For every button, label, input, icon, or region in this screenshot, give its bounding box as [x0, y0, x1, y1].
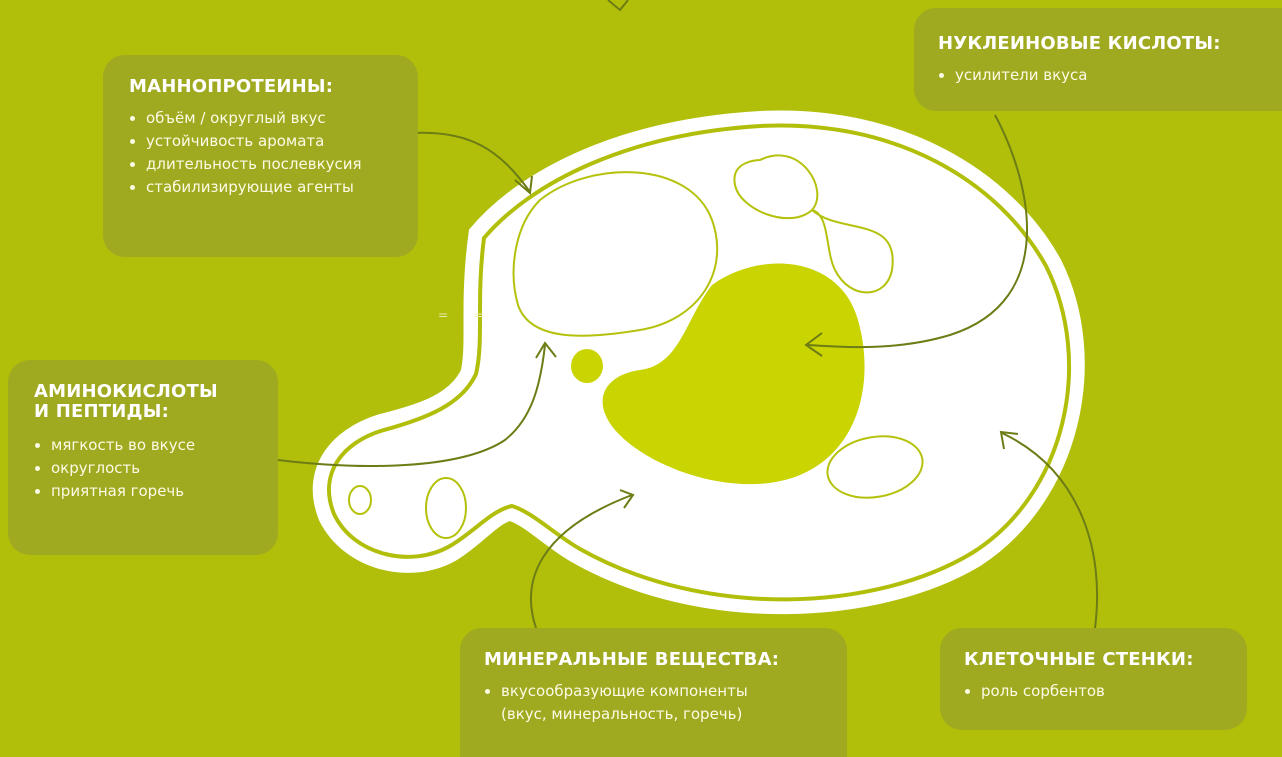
card-cell-walls: КЛЕТОЧНЫЕ СТЕНКИ: роль сорбентов	[940, 628, 1247, 730]
stray-mark: =	[474, 308, 484, 322]
card-title-line: АМИНОКИСЛОТЫ	[34, 381, 218, 402]
list-item: устойчивость аромата	[129, 130, 392, 153]
card-list: объём / округлый вкус устойчивость арома…	[129, 107, 392, 199]
arrow-mannoproteins	[412, 133, 530, 192]
list-item: мягкость во вкусе	[34, 434, 252, 457]
list-item: усилители вкуса	[938, 64, 1258, 87]
card-title: КЛЕТОЧНЫЕ СТЕНКИ:	[964, 650, 1223, 670]
list-item: округлость	[34, 457, 252, 480]
card-title: АМИНОКИСЛОТЫ И ПЕПТИДЫ:	[34, 382, 252, 422]
card-title: НУКЛЕИНОВЫЕ КИСЛОТЫ:	[938, 34, 1258, 54]
card-mannoproteins: МАННОПРОТЕИНЫ: объём / округлый вкус уст…	[103, 55, 418, 257]
list-item: вкусообразующие компоненты	[484, 680, 823, 703]
card-list: вкусообразующие компоненты (вкус, минера…	[484, 680, 823, 726]
card-amino-acids: АМИНОКИСЛОТЫ И ПЕПТИДЫ: мягкость во вкус…	[8, 360, 278, 555]
list-item: объём / округлый вкус	[129, 107, 392, 130]
card-title-line: И ПЕПТИДЫ:	[34, 401, 169, 422]
list-item: стабилизирующие агенты	[129, 176, 392, 199]
card-list: усилители вкуса	[938, 64, 1258, 87]
card-minerals: МИНЕРАЛЬНЫЕ ВЕЩЕСТВА: вкусообразующие ко…	[460, 628, 847, 757]
list-item: длительность послевкусия	[129, 153, 392, 176]
card-nucleic-acids: НУКЛЕИНОВЫЕ КИСЛОТЫ: усилители вкуса	[914, 8, 1282, 111]
organelle-dot	[571, 349, 603, 383]
card-list: мягкость во вкусе округлость приятная го…	[34, 434, 252, 503]
list-item: приятная горечь	[34, 480, 252, 503]
arrow-top	[608, 0, 628, 10]
stray-mark: =	[438, 308, 448, 322]
list-item: роль сорбентов	[964, 680, 1223, 703]
card-title: МАННОПРОТЕИНЫ:	[129, 77, 392, 97]
card-list: роль сорбентов	[964, 680, 1223, 703]
card-title: МИНЕРАЛЬНЫЕ ВЕЩЕСТВА:	[484, 650, 823, 670]
list-item: (вкус, минеральность, горечь)	[484, 703, 823, 726]
